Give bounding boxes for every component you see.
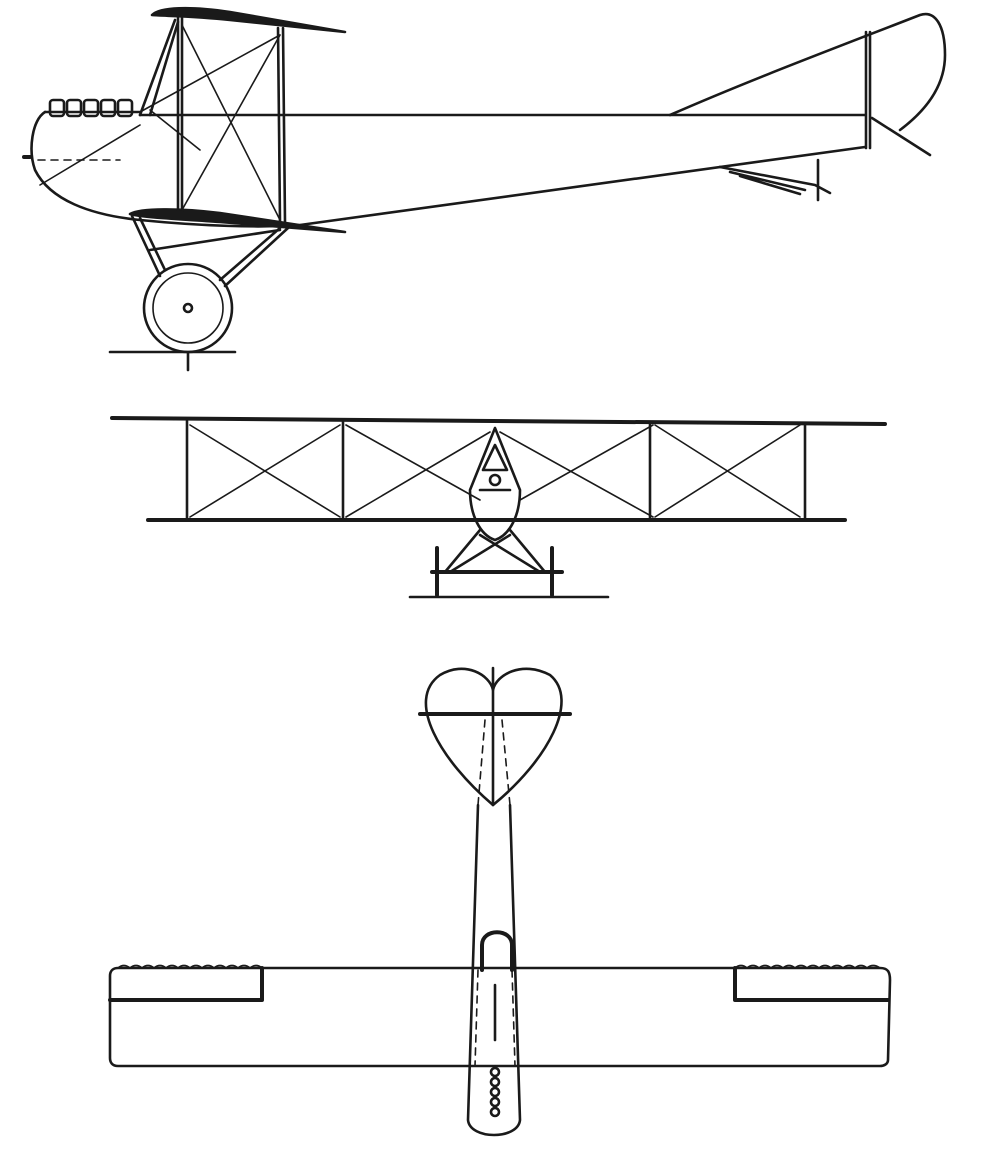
interplane-struts-front [185,419,807,522]
wheels-front [435,546,554,597]
bracing-wires [139,24,281,221]
propeller-hub-front [488,473,502,487]
wing-leading-edge-ribs [117,964,881,969]
top-view [108,666,892,1137]
fuselage-hidden-lines [477,719,511,806]
wing-top [108,966,892,1068]
horizontal-stabilizer [718,158,832,202]
fuselage-outline [30,110,867,228]
cockpit [480,930,514,972]
fuselage-front [468,426,522,542]
rudder-post [864,30,872,150]
side-view [22,6,947,372]
aileron-right [733,966,890,1002]
engine-cylinders [48,98,134,118]
interplane-struts [176,16,287,224]
front-view [110,416,887,599]
ground-line [108,350,237,372]
engine-cylinders-top [489,1066,501,1118]
lower-wing [128,208,347,234]
upper-wing [150,6,347,34]
landing-gear-front [443,528,547,574]
wheel-inner [152,272,224,344]
upper-wing-front [110,416,887,426]
tail-skid [870,116,932,157]
nose-bracing [39,124,141,186]
aileron-left [108,966,264,1002]
tail-fin [668,12,947,132]
landing-gear-struts [130,214,290,288]
cabane-struts [138,18,180,117]
engine-front [478,443,512,492]
bracing-wires-front [189,424,801,518]
wheel [142,262,234,354]
fuselage-under-wing [474,969,516,1067]
wheel-hub [182,302,194,314]
fuselage-top [466,803,522,1137]
